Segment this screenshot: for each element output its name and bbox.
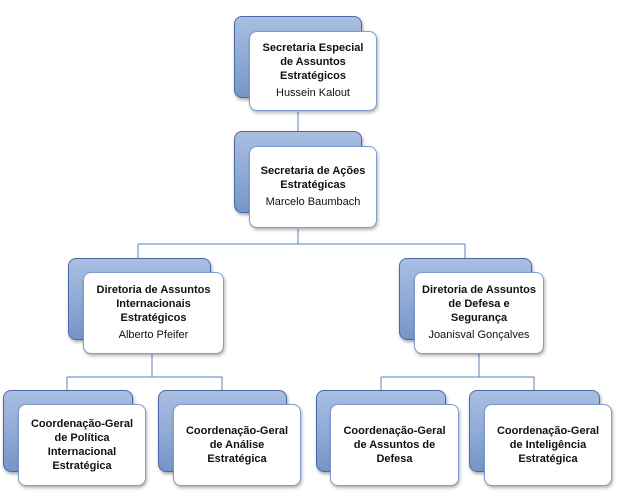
node-coord-analise-card: Coordenação-Geral de Análise Estratégica	[173, 404, 301, 486]
node-secretaria-acoes-card: Secretaria de Ações Estratégicas Marcelo…	[249, 146, 377, 228]
node-diretoria-defesa-card: Diretoria de Assuntos de Defesa e Segura…	[414, 272, 544, 354]
node-secretaria-especial-title: Secretaria Especial de Assuntos Estratég…	[262, 42, 364, 82]
node-coord-defesa-title: Coordenação-Geral de Assuntos de Defesa	[343, 425, 446, 465]
node-diretoria-internacionais-person: Alberto Pfeifer	[118, 329, 189, 341]
node-diretoria-internacionais-title: Diretoria de Assuntos Internacionais Est…	[96, 284, 211, 324]
node-diretoria-defesa-title: Diretoria de Assuntos de Defesa e Segura…	[422, 284, 536, 324]
node-coord-inteligencia-card: Coordenação-Geral de Inteligência Estrat…	[484, 404, 612, 486]
node-secretaria-acoes-person: Marcelo Baumbach	[265, 196, 361, 208]
node-coord-inteligencia-title: Coordenação-Geral de Inteligência Estrat…	[496, 425, 600, 465]
node-coord-politica-card: Coordenação-Geral de Política Internacio…	[18, 404, 146, 486]
node-diretoria-defesa-person: Joanisval Gonçalves	[428, 329, 530, 341]
node-secretaria-especial-card: Secretaria Especial de Assuntos Estratég…	[249, 31, 377, 111]
node-coord-analise-title: Coordenação-Geral de Análise Estratégica	[185, 425, 289, 465]
node-coord-politica-title: Coordenação-Geral de Política Internacio…	[30, 418, 134, 472]
node-secretaria-acoes-title: Secretaria de Ações Estratégicas	[260, 165, 366, 191]
node-secretaria-especial-person: Hussein Kalout	[276, 87, 350, 99]
node-diretoria-internacionais-card: Diretoria de Assuntos Internacionais Est…	[83, 272, 224, 354]
node-coord-defesa-card: Coordenação-Geral de Assuntos de Defesa	[330, 404, 459, 486]
